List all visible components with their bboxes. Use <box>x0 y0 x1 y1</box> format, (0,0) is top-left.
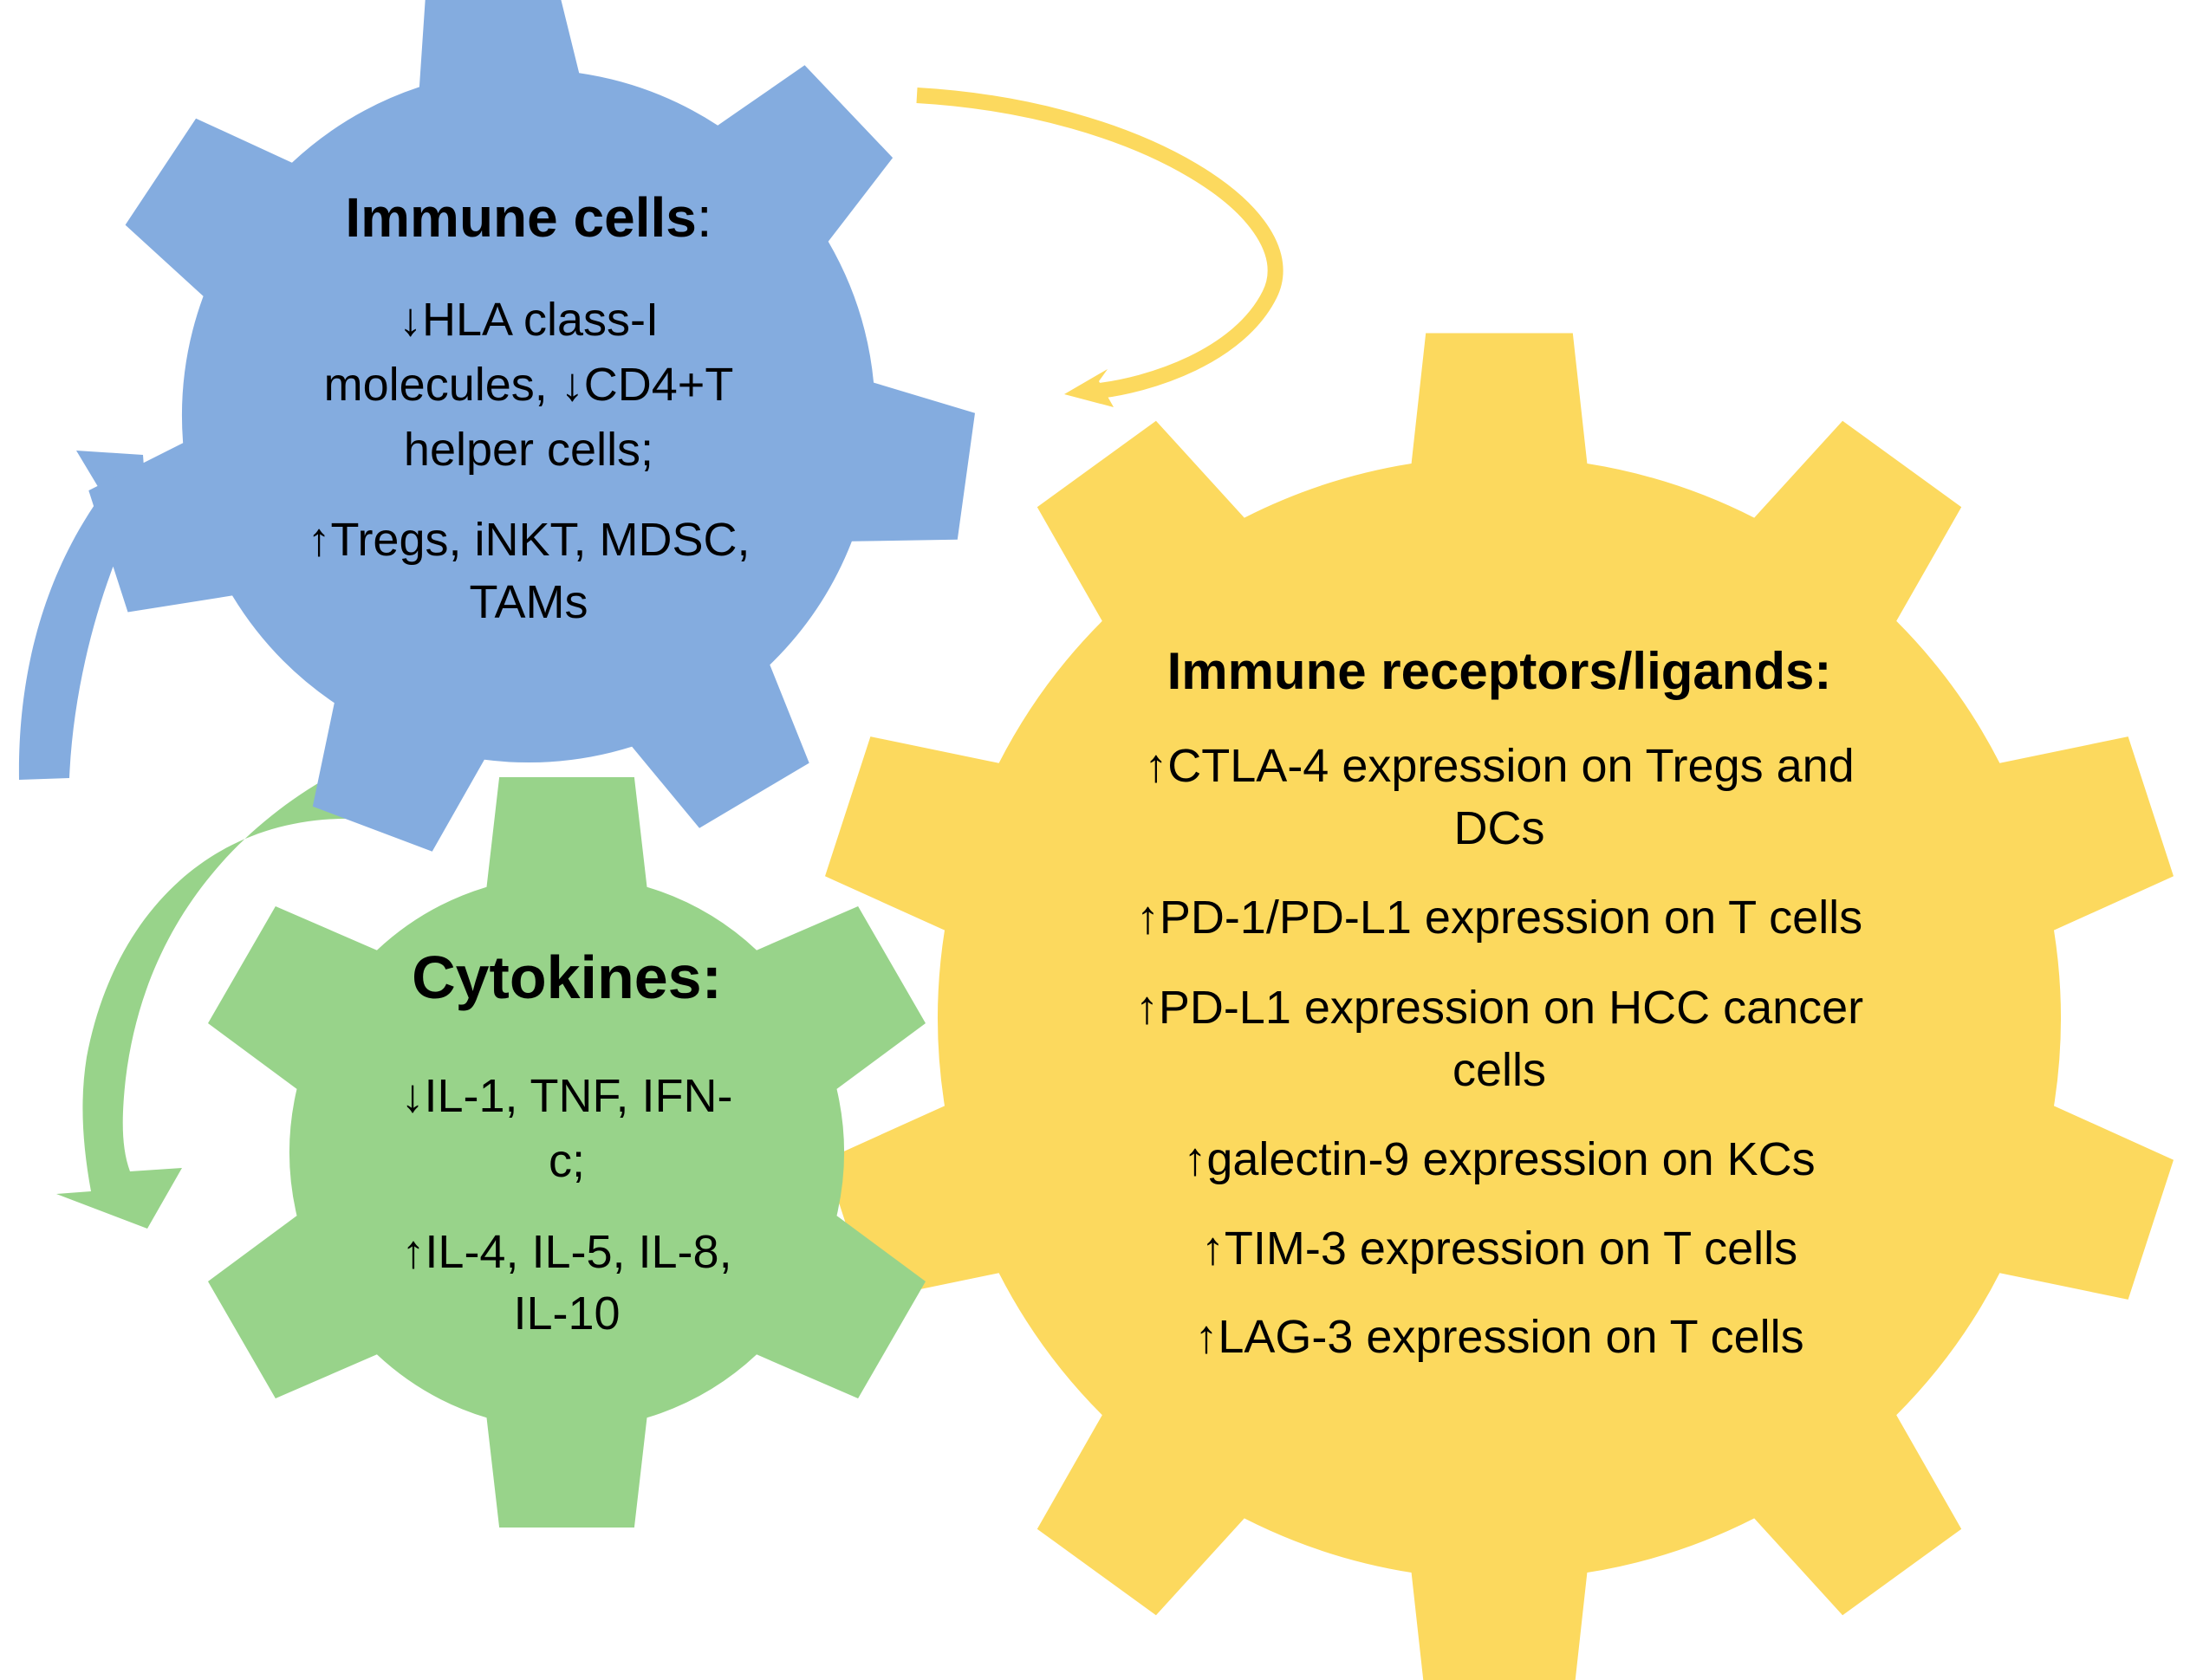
receptors-gear <box>825 333 2174 1680</box>
green-arrow-body <box>56 769 357 1229</box>
immune-cells-line-1: ↓HLA class-I <box>399 294 659 346</box>
immune-cells-line-4: ↑Tregs, iNKT, MDSC, <box>307 514 750 566</box>
cytokines-gear <box>208 777 926 1528</box>
cytokines-line-2: c; <box>549 1135 585 1187</box>
receptors-line-6: ↑galectin-9 expression on KCs <box>1183 1133 1815 1185</box>
immune-cells-line-5: TAMs <box>470 576 588 628</box>
cytokines-line-3: ↑IL-4, IL-5, IL-8, <box>401 1226 731 1278</box>
green-curved-arrow <box>56 769 357 1229</box>
yellow-arrow-shaft <box>916 88 1283 399</box>
immune-cells-title: Immune cells: <box>345 186 712 249</box>
immune-cells-gear <box>88 0 975 852</box>
immune-cells-line-2: molecules, ↓CD4+T <box>324 359 734 411</box>
immune-cells-title-colon: : <box>697 186 712 249</box>
immune-cells-title-main: Immune cells <box>345 186 697 249</box>
cytokines-line-1: ↓IL-1, TNF, IFN- <box>400 1070 732 1122</box>
receptors-text: Immune receptors/ligands: ↑CTLA-4 expres… <box>1135 642 1863 1363</box>
receptors-line-8: ↑LAG-3 expression on T cells <box>1194 1311 1803 1363</box>
receptors-line-4: ↑PD-L1 expression on HCC cancer <box>1135 982 1863 1034</box>
receptors-line-1: ↑CTLA-4 expression on Tregs and <box>1144 740 1854 792</box>
receptors-title: Immune receptors/ligands: <box>1167 642 1832 700</box>
immune-cells-line-3: helper cells; <box>404 424 653 476</box>
cytokines-line-4: IL-10 <box>513 1288 620 1339</box>
immune-cells-text: Immune cells: ↓HLA class-I molecules, ↓C… <box>307 186 750 628</box>
yellow-curved-arrow <box>916 88 1283 407</box>
receptors-line-3: ↑PD-1/PD-L1 expression on T cells <box>1136 892 1862 944</box>
receptors-line-5: cells <box>1452 1044 1546 1096</box>
cytokines-title: Cytokines: <box>412 944 722 1011</box>
cytokines-text: Cytokines: ↓IL-1, TNF, IFN- c; ↑IL-4, IL… <box>400 944 732 1339</box>
receptors-line-7: ↑TIM-3 expression on T cells <box>1201 1223 1797 1275</box>
receptors-line-2: DCs <box>1454 802 1545 854</box>
yellow-arrow-head <box>1064 369 1114 407</box>
